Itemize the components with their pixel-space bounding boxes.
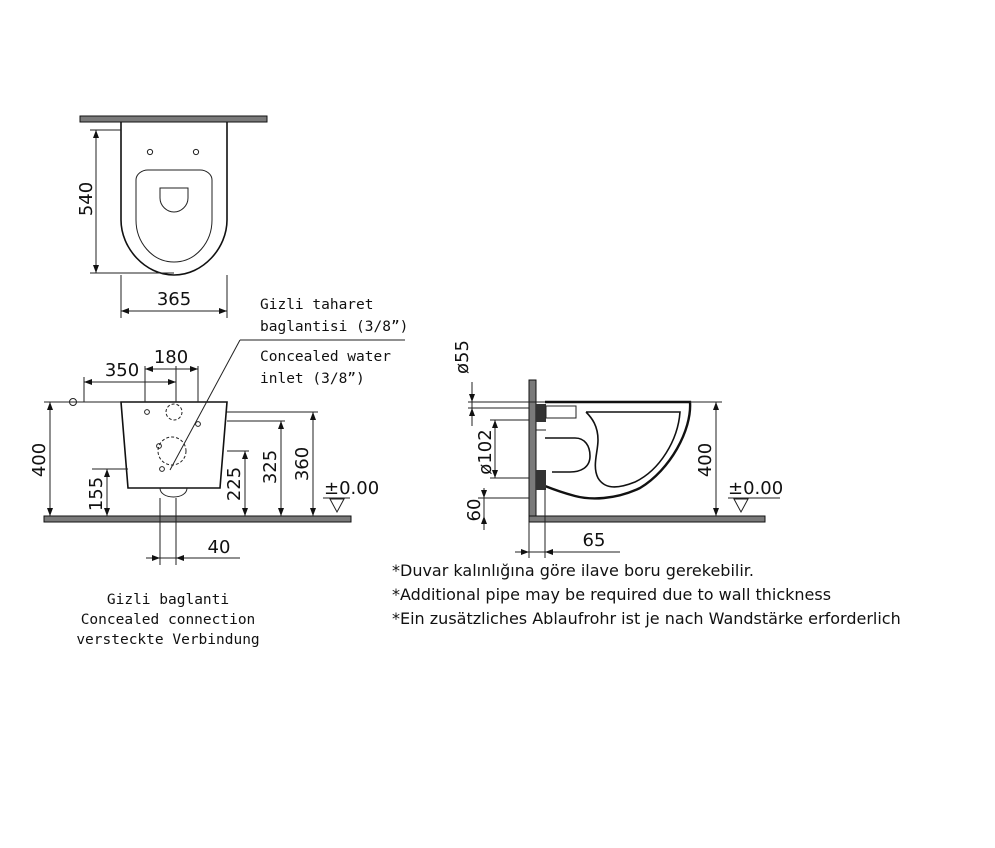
side-view-bowl-outer: [544, 400, 692, 500]
dim-225: 225: [224, 467, 245, 501]
dim-365: 365: [157, 289, 191, 310]
note-tr: *Duvar kalınlığına göre ilave boru gerek…: [392, 561, 754, 580]
level-front: ±0.00: [324, 478, 379, 499]
concealed-en: Concealed connection: [81, 612, 256, 628]
dim-540: 540: [76, 182, 97, 216]
level-marker-front: [329, 498, 345, 514]
side-view-wall: [528, 379, 537, 523]
dim-65: 65: [583, 530, 606, 551]
dim-350: 350: [105, 360, 139, 381]
dim-400-front: 400: [29, 443, 50, 477]
side-view-floor: [528, 515, 766, 523]
fixing-hole-left: [146, 148, 154, 156]
dia-55: ø55: [452, 340, 473, 374]
level-side: ±0.00: [728, 478, 783, 499]
dia-102: ø102: [475, 429, 496, 474]
front-view-outlet: [159, 487, 188, 498]
front-view-bowl: [120, 401, 228, 489]
dim-40: 40: [208, 537, 231, 558]
top-view: 540 365: [76, 115, 268, 318]
front-view-floor: [43, 515, 352, 523]
callout-en-line1: Concealed water: [260, 349, 391, 365]
concealed-tr: Gizli baglanti: [107, 592, 229, 608]
wall-thickness-notes: *Duvar kalınlığına göre ilave boru gerek…: [392, 561, 901, 628]
side-view: ø55 ø102 60 400 ±0.00 65: [452, 340, 783, 558]
callout-tr-line2: baglantisi (3/8”): [260, 319, 408, 335]
note-de: *Ein zusätzliches Ablaufrohr ist je nach…: [392, 609, 901, 628]
water-inlet-ring: [165, 403, 183, 421]
top-view-wall: [79, 115, 268, 123]
dim-155: 155: [86, 477, 107, 511]
level-marker-side: [733, 498, 749, 514]
dim-360: 360: [292, 447, 313, 481]
side-view-bowl-inner: [585, 411, 681, 488]
dim-180: 180: [154, 347, 188, 368]
concealed-de: versteckte Verbindung: [76, 632, 259, 648]
top-view-bowl-inner: [135, 169, 213, 263]
fixing-hole-right: [192, 148, 200, 156]
top-view-outlet: [159, 187, 189, 213]
note-en: *Additional pipe may be required due to …: [392, 585, 831, 604]
side-view-trap: [545, 437, 591, 473]
dim-325: 325: [260, 450, 281, 484]
top-view-bowl-outline: [120, 122, 228, 276]
concealed-connection-label: Gizli baglanti Concealed connection vers…: [76, 592, 259, 648]
callout-en-line2: inlet (3/8”): [260, 371, 365, 387]
dim-60: 60: [464, 499, 485, 522]
inlet-callout: Gizli taharet baglantisi (3/8”) Conceale…: [260, 297, 408, 387]
dim-400-side: 400: [695, 443, 716, 477]
drain-connection-ring: [157, 436, 187, 466]
front-view: 350 180 400 155 225 325 360 ±0: [29, 339, 405, 565]
callout-tr-line1: Gizli taharet: [260, 297, 374, 313]
